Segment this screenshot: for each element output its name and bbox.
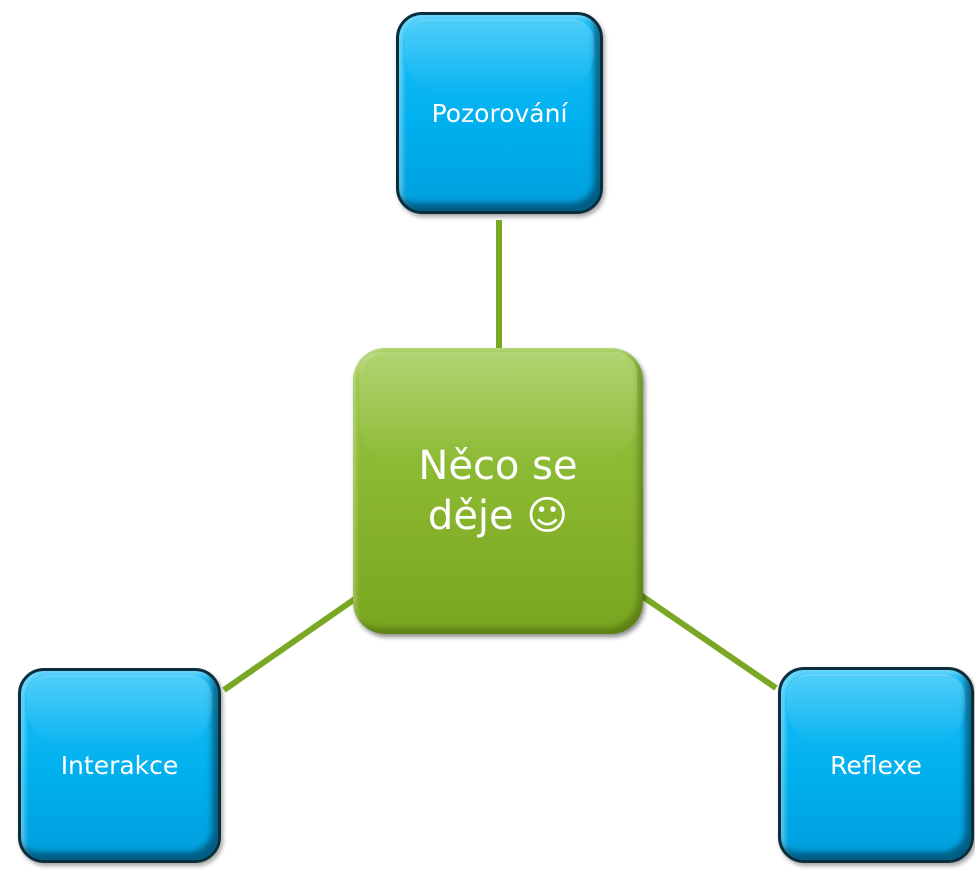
connector-left — [222, 591, 364, 693]
node-reflexe-label: Reflexe — [830, 750, 922, 780]
connector-right — [637, 591, 778, 691]
node-interakce-label: Interakce — [60, 751, 179, 780]
node-center-label: Něco se děje ☺ — [418, 441, 577, 541]
node-interakce: Interakce — [18, 668, 221, 863]
node-pozorovani: Pozorování — [396, 12, 603, 214]
node-center: Něco se děje ☺ — [353, 348, 643, 634]
node-pozorovani-label: Pozorování — [431, 98, 568, 128]
node-center-line2: děje ☺ — [427, 493, 569, 539]
node-reflexe: Reflexe — [778, 667, 974, 863]
node-center-line1: Něco se — [418, 443, 578, 489]
